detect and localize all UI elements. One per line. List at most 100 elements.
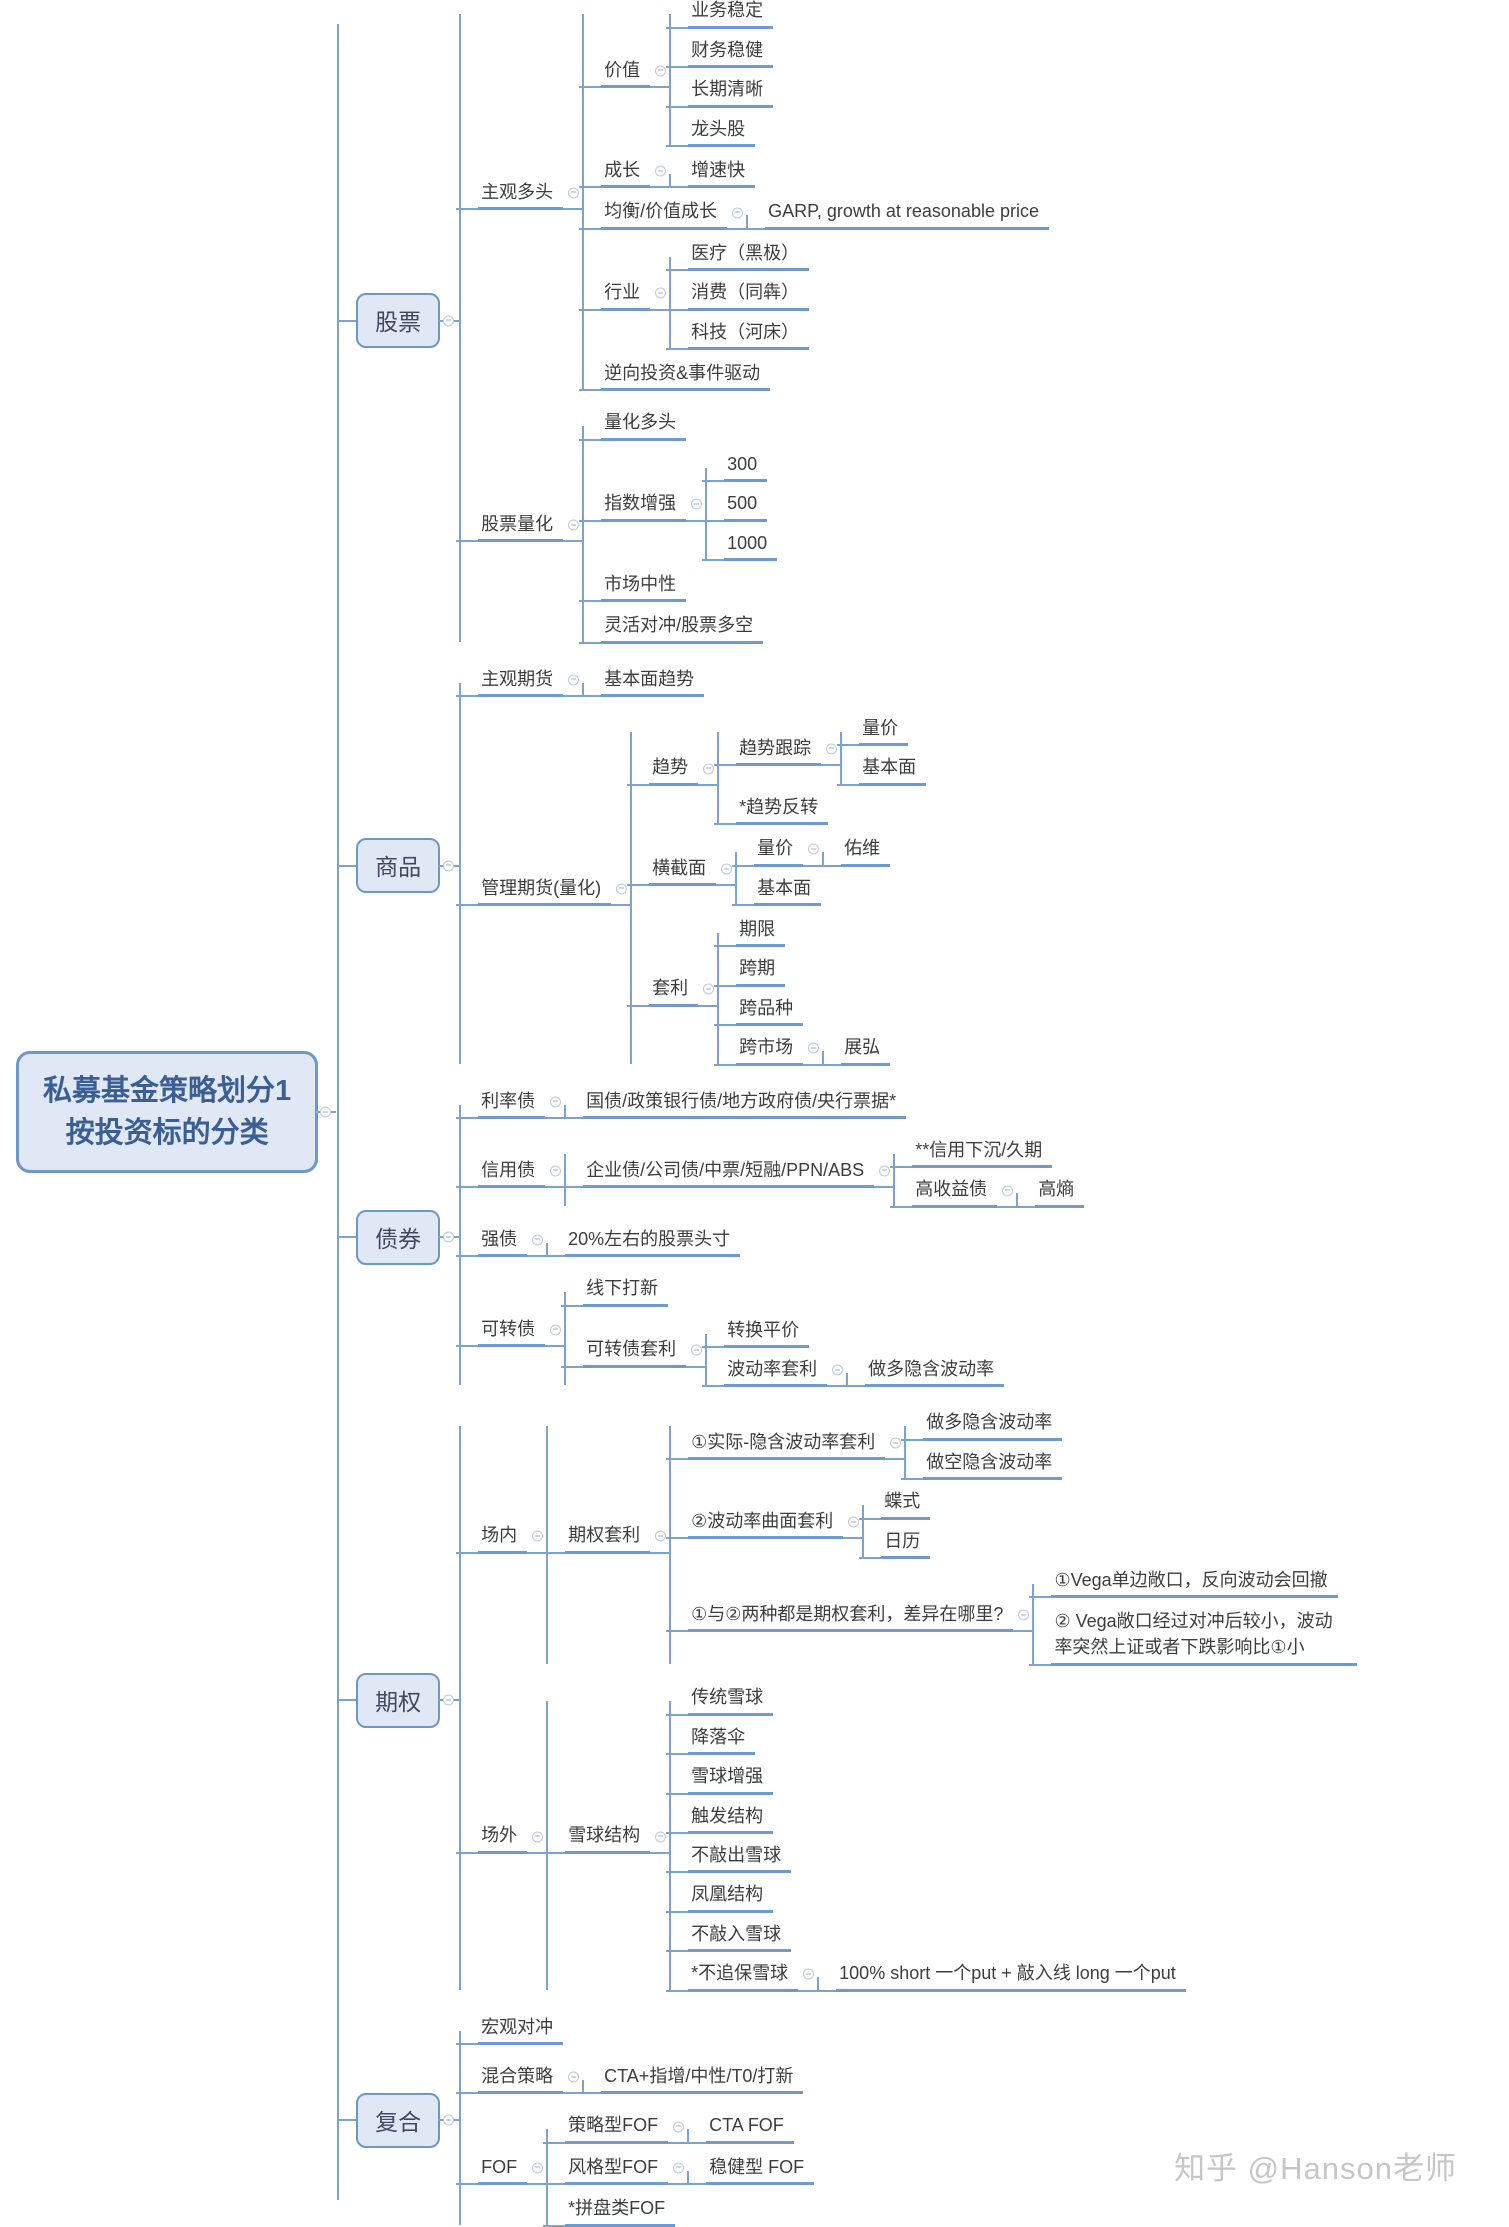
topic-node[interactable]: 传统雪球 — [666, 1684, 774, 1717]
topic-node[interactable]: 蝶式 — [859, 1488, 931, 1520]
topic-node[interactable]: 信用债 — [456, 1157, 565, 1189]
topic-node[interactable]: 指数增强 — [579, 490, 706, 522]
topic-node[interactable]: 管理期货(量化) — [456, 875, 631, 907]
topic-node[interactable]: *趋势反转 — [714, 794, 829, 826]
topic-node[interactable]: 做多隐含波动率 — [901, 1409, 1063, 1442]
minus-circle-icon[interactable] — [616, 883, 628, 895]
topic-node[interactable]: 基本面趋势 — [579, 666, 705, 698]
topic-node[interactable]: 波动率套利 — [702, 1356, 847, 1388]
branch-topic[interactable]: 复合 — [337, 2092, 460, 2148]
topic-node[interactable]: 国债/政策银行债/地方政府债/央行票据* — [561, 1088, 907, 1120]
topic-node[interactable]: 500 — [702, 490, 768, 522]
minus-circle-icon[interactable] — [655, 65, 667, 77]
minus-circle-icon[interactable] — [848, 1516, 860, 1528]
topic-node[interactable]: 场内 — [456, 1522, 547, 1555]
topic-node[interactable]: **信用下沉/久期 — [890, 1137, 1053, 1169]
branch-topic[interactable]: 期权 — [337, 1672, 460, 1728]
minus-circle-icon[interactable] — [655, 165, 667, 177]
topic-node[interactable]: ①实际-隐含波动率套利 — [666, 1429, 905, 1461]
minus-circle-icon[interactable] — [691, 498, 703, 510]
minus-circle-icon[interactable] — [703, 763, 715, 775]
minus-circle-icon[interactable] — [808, 1042, 820, 1054]
minus-circle-icon[interactable] — [550, 1324, 562, 1336]
minus-circle-icon[interactable] — [890, 1437, 902, 1449]
topic-node[interactable]: 主观期货 — [456, 666, 583, 698]
topic-node[interactable]: 100% short 一个put + 敲入线 long 一个put — [814, 1960, 1186, 1993]
topic-node[interactable]: 降落伞 — [666, 1724, 756, 1756]
topic-node[interactable]: 财务稳健 — [666, 37, 774, 69]
minus-circle-icon[interactable] — [1018, 1609, 1030, 1621]
topic-node[interactable]: 日历 — [859, 1528, 931, 1560]
root-topic[interactable]: 私募基金策略划分1 按投资标的分类 — [16, 1050, 337, 1174]
topic-node[interactable]: ② Vega敞口经过对冲后较小，波动率突然上证或者下跌影响比①小 — [1029, 1606, 1358, 1667]
topic-node[interactable]: 凤凰结构 — [666, 1881, 774, 1914]
topic-node[interactable]: 基本面 — [732, 875, 822, 907]
topic-node[interactable]: 跨品种 — [714, 995, 804, 1027]
topic-node[interactable]: 股票量化 — [456, 511, 583, 543]
minus-circle-icon[interactable] — [879, 1165, 891, 1177]
topic-node[interactable]: 300 — [702, 451, 768, 483]
topic-node[interactable]: 市场中性 — [579, 571, 687, 603]
topic-node[interactable]: 做空隐含波动率 — [901, 1449, 1063, 1481]
topic-node[interactable]: 增速快 — [666, 157, 756, 189]
topic-node[interactable]: 触发结构 — [666, 1803, 774, 1835]
topic-node[interactable]: 主观多头 — [456, 179, 583, 211]
minus-circle-icon[interactable] — [673, 2162, 685, 2174]
topic-node[interactable]: 企业债/公司债/中票/短融/PPN/ABS — [561, 1157, 894, 1189]
minus-circle-icon[interactable] — [655, 1831, 667, 1843]
minus-circle-icon[interactable] — [443, 2114, 455, 2126]
topic-node[interactable]: ①与②两种都是期权套利，差异在哪里? — [666, 1601, 1033, 1633]
topic-node[interactable]: 线下打新 — [561, 1275, 669, 1307]
topic-node[interactable]: ②波动率曲面套利 — [666, 1508, 863, 1540]
minus-circle-icon[interactable] — [532, 2162, 544, 2174]
minus-circle-icon[interactable] — [703, 983, 715, 995]
topic-node[interactable]: 行业 — [579, 279, 670, 311]
topic-node[interactable]: 龙头股 — [666, 116, 756, 148]
branch-topic[interactable]: 商品 — [337, 838, 460, 894]
topic-node[interactable]: 20%左右的股票头寸 — [543, 1226, 741, 1258]
topic-node[interactable]: 强债 — [456, 1226, 547, 1258]
minus-circle-icon[interactable] — [568, 187, 580, 199]
topic-node[interactable]: 期限 — [714, 916, 786, 948]
topic-node[interactable]: 可转债 — [456, 1316, 565, 1348]
topic-node[interactable]: 灵活对冲/股票多空 — [579, 612, 764, 645]
topic-node[interactable]: 医疗（黑极） — [666, 240, 810, 272]
minus-circle-icon[interactable] — [832, 1364, 844, 1376]
minus-circle-icon[interactable] — [673, 2121, 685, 2133]
topic-node[interactable]: GARP, growth at reasonable price — [743, 198, 1049, 231]
minus-circle-icon[interactable] — [443, 315, 455, 327]
minus-circle-icon[interactable] — [808, 843, 820, 855]
topic-node[interactable]: 跨市场 — [714, 1034, 823, 1067]
topic-node[interactable]: 稳健型 FOF — [684, 2154, 815, 2186]
topic-node[interactable]: CTA FOF — [684, 2112, 794, 2145]
topic-node[interactable]: 不敲出雪球 — [666, 1842, 792, 1874]
minus-circle-icon[interactable] — [568, 519, 580, 531]
minus-circle-icon[interactable] — [532, 1831, 544, 1843]
topic-node[interactable]: 利率债 — [456, 1088, 565, 1120]
topic-node[interactable]: 做多隐含波动率 — [843, 1356, 1005, 1388]
topic-node[interactable]: 均衡/价值成长 — [579, 198, 747, 231]
topic-node[interactable]: 可转债套利 — [561, 1336, 706, 1369]
topic-node[interactable]: ①Vega单边敞口，反向波动会回撤 — [1029, 1567, 1338, 1599]
topic-node[interactable]: 雪球结构 — [543, 1822, 670, 1855]
topic-node[interactable]: *不追保雪球 — [666, 1960, 818, 1993]
topic-node[interactable]: 策略型FOF — [543, 2112, 688, 2145]
topic-node[interactable]: 趋势 — [627, 754, 718, 787]
topic-node[interactable]: 转换平价 — [702, 1317, 810, 1349]
topic-node[interactable]: 1000 — [702, 530, 778, 562]
topic-node[interactable]: 量价 — [732, 835, 823, 868]
minus-circle-icon[interactable] — [550, 1165, 562, 1177]
topic-node[interactable]: 价值 — [579, 57, 670, 89]
topic-node[interactable]: 展弘 — [819, 1034, 891, 1067]
minus-circle-icon[interactable] — [655, 1530, 667, 1542]
minus-circle-icon[interactable] — [532, 1530, 544, 1542]
minus-circle-icon[interactable] — [732, 207, 744, 219]
minus-circle-icon[interactable] — [568, 2071, 580, 2083]
minus-circle-icon[interactable] — [803, 1968, 815, 1980]
minus-circle-icon[interactable] — [443, 1694, 455, 1706]
topic-node[interactable]: 高熵 — [1013, 1176, 1085, 1209]
topic-node[interactable]: 逆向投资&事件驱动 — [579, 360, 771, 392]
minus-circle-icon[interactable] — [721, 863, 733, 875]
topic-node[interactable]: 成长 — [579, 157, 670, 189]
topic-node[interactable]: 高收益债 — [890, 1176, 1017, 1209]
